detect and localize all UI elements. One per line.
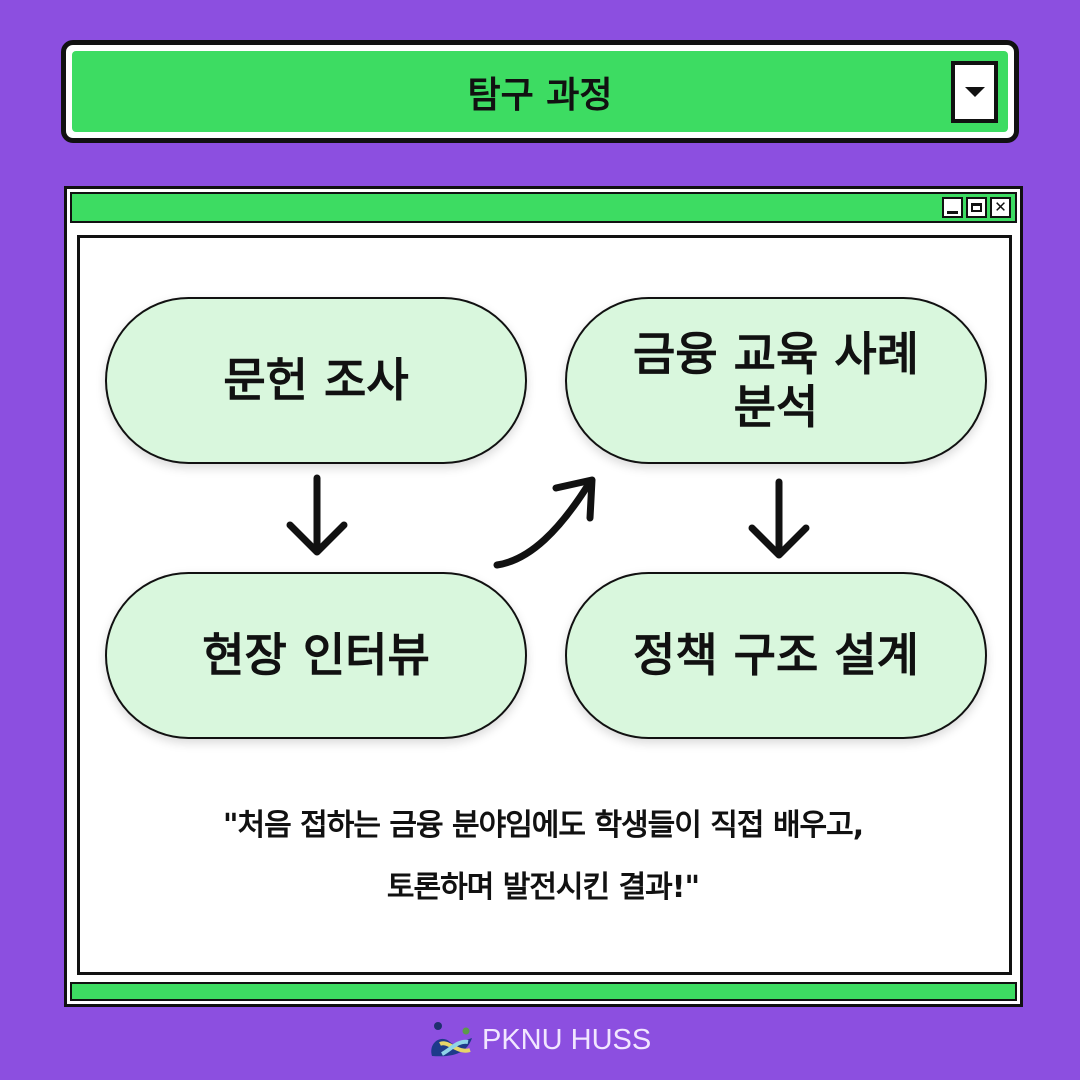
maximize-icon[interactable]	[966, 197, 987, 218]
quote-line-1: "처음 접하는 금융 분야임에도 학생들이 직접 배우고,	[222, 808, 864, 843]
step-field-interview: 현장 인터뷰	[105, 572, 527, 739]
window-title-bar: ✕	[70, 192, 1017, 223]
step-literature-review: 문헌 조사	[105, 297, 527, 464]
arrow-down-icon	[748, 478, 810, 559]
step-policy-design: 정책 구조 설계	[565, 572, 987, 739]
pknu-logo-icon	[431, 1022, 472, 1057]
close-icon[interactable]: ✕	[990, 197, 1011, 218]
section-header-bar: 탐구 과정	[61, 40, 1019, 143]
arrow-up-right-icon	[493, 476, 596, 569]
quote-text: "처음 접하는 금융 분야임에도 학생들이 직접 배우고, 토론하며 발전시킨 …	[76, 795, 1010, 919]
triangle-down-icon	[964, 87, 985, 97]
brand-name: PKNU HUSS	[482, 1023, 652, 1056]
quote-line-2: 토론하며 발전시킨 결과!"	[386, 870, 700, 905]
brand-logo: PKNU HUSS	[428, 1020, 651, 1060]
window-content	[77, 235, 1012, 975]
minimize-icon[interactable]	[942, 197, 963, 218]
header-title: 탐구 과정	[467, 74, 613, 116]
arrow-down-icon	[286, 474, 348, 556]
dropdown-button[interactable]	[951, 61, 998, 123]
step-case-analysis: 금융 교육 사례 분석	[565, 297, 987, 464]
window-bottom-bar	[70, 982, 1017, 1001]
